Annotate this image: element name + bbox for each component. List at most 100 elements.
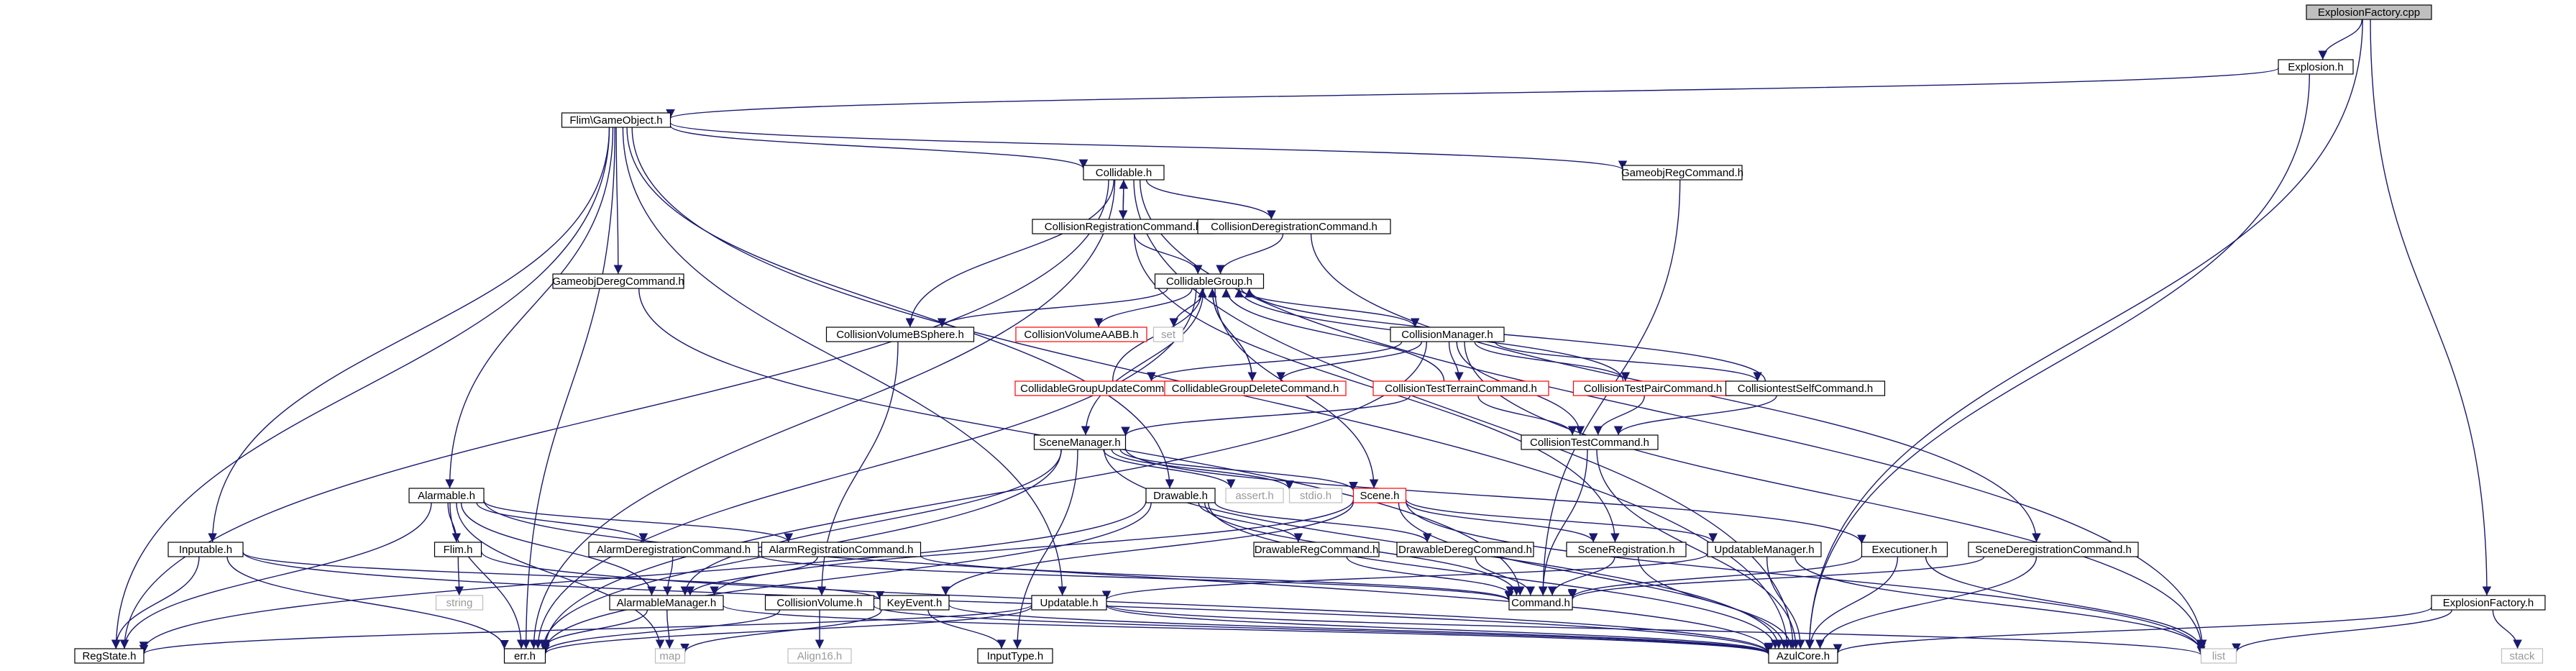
node-collisionderegistrationcommand-h[interactable]: CollisionDeregistrationCommand.h bbox=[1197, 219, 1391, 234]
edge-explosionfactory-cpp-to-explosionfactory-h bbox=[2370, 19, 2492, 596]
node-label: ExplosionFactory.cpp bbox=[2318, 6, 2420, 19]
node-sceneregistration-h[interactable]: SceneRegistration.h bbox=[1566, 542, 1687, 557]
edge-collisionmanager-h-to-err-h bbox=[541, 341, 1427, 649]
edge-drawablederegcommand-h-to-command-h bbox=[1475, 556, 1536, 596]
node-command-h[interactable]: Command.h bbox=[1508, 595, 1573, 611]
edge-explosionfactory-cpp-to-azulcore-h bbox=[1805, 19, 2363, 649]
edge-explosionfactory-h-to-list bbox=[2232, 609, 2453, 653]
node-inputable-h[interactable]: Inputable.h bbox=[168, 542, 244, 557]
edge-collisionvolume-h-to-azulcore-h bbox=[873, 605, 1773, 655]
edge-flim-gameobject-h-to-gameobjregcommand-h bbox=[669, 122, 1627, 170]
edge-collisionmanager-h-to-collisiontestselfcommand-h bbox=[1494, 341, 1762, 382]
edge-collidable-h-to-collisionvolumebsphere-h bbox=[905, 179, 1114, 328]
node-alarmregistrationcommand-h[interactable]: AlarmRegistrationCommand.h bbox=[761, 542, 922, 557]
node-collisiontestselfcommand-h[interactable]: CollisiontestSelfCommand.h bbox=[1725, 380, 1886, 396]
node-string: string bbox=[435, 595, 484, 611]
node-box bbox=[74, 648, 145, 664]
node-box bbox=[1288, 488, 1343, 503]
node-scenederegistrationcommand-h[interactable]: SceneDeregistrationCommand.h bbox=[1968, 542, 2139, 557]
edge-scene-h-to-updatablemanager-h bbox=[1405, 498, 1718, 543]
node-executioner-h[interactable]: Executioner.h bbox=[1861, 542, 1948, 557]
edge-alarmderegistrationcommand-h-to-command-h bbox=[758, 554, 1513, 601]
node-label: CollisionDeregistrationCommand.h bbox=[1211, 221, 1378, 233]
node-label: Command.h bbox=[1511, 597, 1570, 609]
node-box bbox=[1390, 327, 1505, 342]
edge-collisiontestterraincommand-h-to-collidablegroup-h bbox=[1221, 288, 1445, 382]
node-box bbox=[552, 273, 684, 289]
node-box bbox=[503, 648, 546, 664]
node-box bbox=[1197, 219, 1391, 234]
node-collisionvolumeaabb-h[interactable]: CollisionVolumeAABB.h bbox=[1015, 327, 1147, 342]
node-box bbox=[588, 542, 759, 557]
node-box bbox=[1566, 542, 1687, 557]
edge-collidable-h-to-azulcore-h bbox=[1133, 179, 1798, 649]
node-explosionfactory-h[interactable]: ExplosionFactory.h bbox=[2431, 595, 2546, 611]
node-stdio-h: stdio.h bbox=[1288, 488, 1343, 503]
node-flim-h[interactable]: Flim.h bbox=[434, 542, 482, 557]
node-collidable-h[interactable]: Collidable.h bbox=[1083, 165, 1165, 181]
node-collisiontestterraincommand-h[interactable]: CollisionTestTerrainCommand.h bbox=[1372, 380, 1549, 396]
edge-drawable-h-to-drawablederegcommand-h bbox=[1214, 501, 1432, 543]
edge-scenederegistrationcommand-h-to-azulcore-h bbox=[1815, 556, 2038, 649]
edge-sceneregistration-h-to-command-h bbox=[1547, 556, 1615, 596]
node-collisionregistrationcommand-h[interactable]: CollisionRegistrationCommand.h bbox=[1032, 219, 1214, 234]
edge-flim-gameobject-h-to-drawable-h bbox=[626, 127, 1175, 489]
node-collisionmanager-h[interactable]: CollisionManager.h bbox=[1390, 327, 1505, 342]
node-updatablemanager-h[interactable]: UpdatableManager.h bbox=[1707, 542, 1822, 557]
node-gameobjderegcommand-h[interactable]: GameobjDeregCommand.h bbox=[552, 273, 684, 289]
edge-alarmable-h-to-alarmregistrationcommand-h bbox=[483, 500, 793, 543]
edge-flim-gameobject-h-to-err-h bbox=[521, 127, 615, 649]
edge-collisiontestselfcommand-h-to-collidablegroup-h bbox=[1245, 288, 1766, 382]
node-box bbox=[435, 595, 484, 611]
node-collidablegroup-h[interactable]: CollidableGroup.h bbox=[1154, 273, 1265, 289]
edge-scenemanager-h-to-executioner-h bbox=[1124, 448, 1866, 544]
node-label: Explosion.h bbox=[2288, 61, 2344, 73]
node-collidablegroupdeletecommand-h[interactable]: CollidableGroupDeleteCommand.h bbox=[1164, 380, 1347, 396]
node-box bbox=[1031, 595, 1107, 611]
node-label: assert.h bbox=[1235, 490, 1273, 502]
node-box bbox=[561, 112, 671, 128]
node-collisiontestcommand-h[interactable]: CollisionTestCommand.h bbox=[1521, 434, 1659, 450]
node-map: map bbox=[654, 648, 686, 664]
node-box bbox=[1707, 542, 1822, 557]
node-scenemanager-h[interactable]: SceneManager.h bbox=[1033, 434, 1127, 450]
node-err-h[interactable]: err.h bbox=[503, 648, 546, 664]
node-collisionvolume-h[interactable]: CollisionVolume.h bbox=[764, 595, 875, 611]
node-box bbox=[1253, 542, 1380, 557]
node-explosion-h[interactable]: Explosion.h bbox=[2278, 59, 2354, 75]
node-drawableregcommand-h[interactable]: DrawableRegCommand.h bbox=[1253, 542, 1380, 557]
node-drawablederegcommand-h[interactable]: DrawableDeregCommand.h bbox=[1396, 542, 1534, 557]
node-gameobjregcommand-h[interactable]: GameobjRegCommand.h bbox=[1621, 165, 1743, 181]
edge-explosionfactory-cpp-to-explosion-h bbox=[2318, 19, 2362, 60]
node-collisiontestpaircommand-h[interactable]: CollisionTestPairCommand.h bbox=[1572, 380, 1733, 396]
node-label: SceneManager.h bbox=[1039, 437, 1120, 449]
node-inputtype-h[interactable]: InputType.h bbox=[977, 648, 1053, 664]
node-label: string bbox=[446, 597, 473, 609]
node-label: GameobjDeregCommand.h bbox=[552, 275, 684, 288]
node-alarmderegistrationcommand-h[interactable]: AlarmDeregistrationCommand.h bbox=[588, 542, 759, 557]
node-keyevent-h[interactable]: KeyEvent.h bbox=[879, 595, 950, 611]
node-flim-gameobject-h[interactable]: Flim\GameObject.h bbox=[561, 112, 671, 128]
node-label: AlarmableManager.h bbox=[617, 597, 716, 609]
node-box bbox=[1152, 327, 1184, 342]
node-collidablegroupupdatecommand-h[interactable]: CollidableGroupUpdateCommand.h bbox=[1014, 380, 1197, 396]
node-alarmable-h[interactable]: Alarmable.h bbox=[408, 488, 485, 503]
node-box bbox=[2200, 648, 2237, 664]
node-label: Alarmable.h bbox=[418, 490, 475, 502]
node-box bbox=[2278, 59, 2354, 75]
node-drawable-h[interactable]: Drawable.h bbox=[1145, 488, 1216, 503]
node-azulcore-h[interactable]: AzulCore.h bbox=[1768, 648, 1838, 664]
node-alarmablemanager-h[interactable]: AlarmableManager.h bbox=[609, 595, 724, 611]
node-box bbox=[825, 327, 975, 342]
node-scene-h[interactable]: Scene.h bbox=[1352, 488, 1407, 503]
edge-flim-h-to-string bbox=[454, 556, 464, 596]
node-regstate-h[interactable]: RegState.h bbox=[74, 648, 145, 664]
node-collisionvolumebsphere-h[interactable]: CollisionVolumeBSphere.h bbox=[825, 327, 975, 342]
edge-scenemanager-h-to-scene-h bbox=[1119, 449, 1358, 491]
edge-drawable-h-to-azulcore-h bbox=[1208, 502, 1780, 649]
edge-collidablegroup-h-to-collisionvolumebsphere-h bbox=[937, 288, 1168, 328]
node-label: KeyEvent.h bbox=[887, 597, 943, 609]
node-updatable-h[interactable]: Updatable.h bbox=[1031, 595, 1107, 611]
node-assert-h: assert.h bbox=[1225, 488, 1284, 503]
